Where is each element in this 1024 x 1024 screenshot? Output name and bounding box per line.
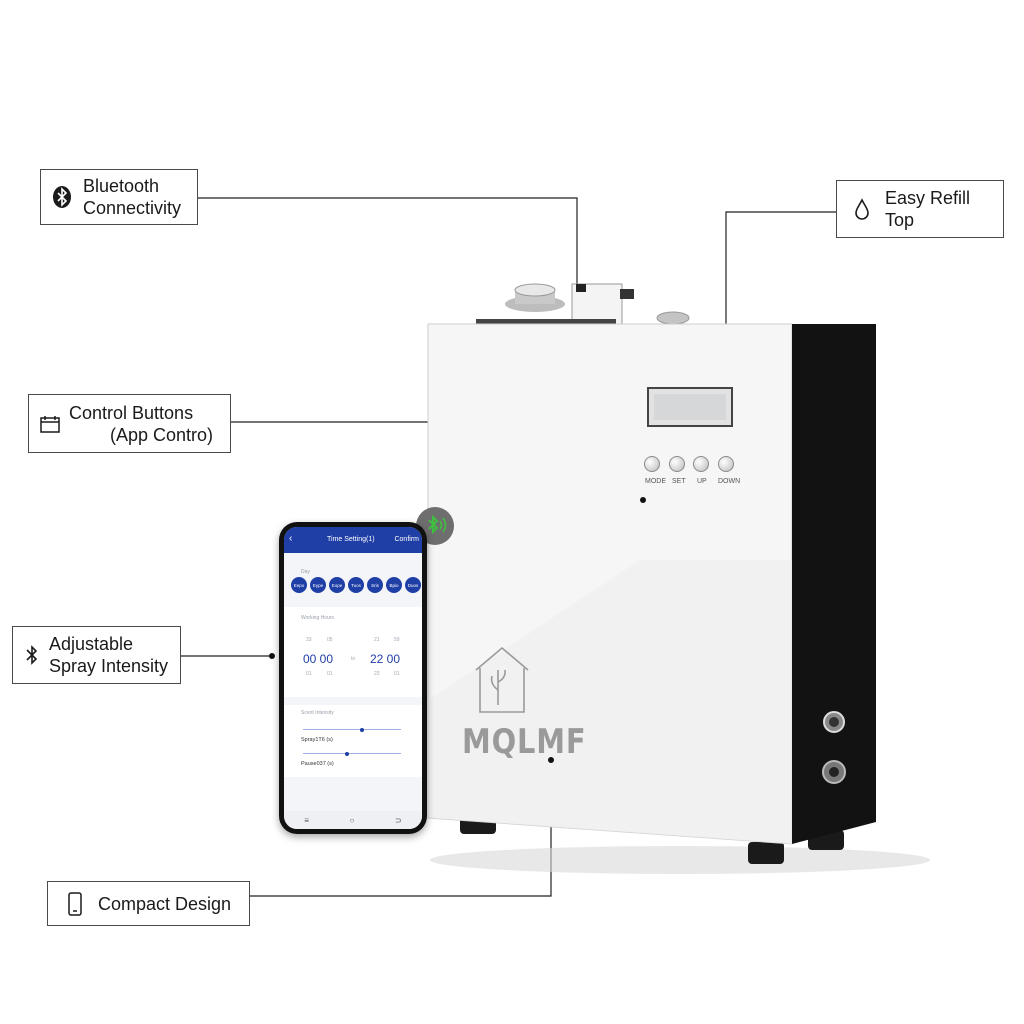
back-icon[interactable]: ‹ <box>289 533 293 544</box>
working-hours-label: Working Hours <box>301 615 334 621</box>
brand-logo-text: MQLMF <box>462 722 587 762</box>
app-screen: ‹ Time Setting(1) Confirm Day Eepo Eype … <box>284 527 422 829</box>
start-hour-above: 33 <box>306 637 312 643</box>
spray-connector-dot <box>269 653 275 659</box>
refill-callout-text: Easy Refill Top <box>885 188 971 230</box>
spray-slider-knob[interactable] <box>359 727 364 732</box>
pause-slider[interactable] <box>303 753 401 754</box>
day-chip[interactable]: Tuos <box>348 577 364 593</box>
mode-label: MODE <box>645 478 666 485</box>
confirm-button[interactable]: Confirm <box>394 536 419 543</box>
pause-slider-knob[interactable] <box>345 751 350 756</box>
control-connector-dot <box>640 497 646 503</box>
app-title: Time Setting(1) <box>327 536 375 543</box>
spray-label: Spray1T6 (s) <box>301 737 333 743</box>
pause-label: Pause037 (s) <box>301 761 334 767</box>
working-hours-card: Working Hours 33 05 00 00 to 21 59 22 00… <box>284 607 422 697</box>
menu-nav-icon[interactable]: ≡ <box>304 815 309 825</box>
refill-connector <box>725 211 837 376</box>
day-selector: Eepo Eype Eope Tuos Sris Bpio Duos <box>291 577 421 593</box>
up-label: UP <box>697 478 707 485</box>
smartphone-icon <box>64 891 86 916</box>
end-min-below: 01 <box>394 671 400 677</box>
set-button[interactable] <box>669 456 685 472</box>
control-callout: Control Buttons (App Contro) <box>28 394 231 453</box>
day-chip[interactable]: Eope <box>329 577 345 593</box>
bluetooth-icon <box>51 186 73 208</box>
day-chip[interactable]: Duos <box>405 577 421 593</box>
set-label: SET <box>672 478 686 485</box>
end-hour-below: 23 <box>374 671 380 677</box>
bluetooth-callout: Bluetooth Connectivity <box>40 169 198 225</box>
day-chip[interactable]: Eype <box>310 577 326 593</box>
down-label: DOWN <box>718 478 741 485</box>
spray-callout: Adjustable Spray Intensity <box>12 626 181 684</box>
end-min-above: 59 <box>394 637 400 643</box>
calendar-icon <box>39 413 61 435</box>
spray-slider[interactable] <box>303 729 401 730</box>
droplet-icon <box>851 198 873 220</box>
compact-callout: Compact Design <box>47 881 250 926</box>
home-nav-icon[interactable]: ○ <box>349 815 355 825</box>
bluetooth-connector <box>197 197 578 290</box>
compact-connector-dot <box>548 757 554 763</box>
control-callout-line2: (App Contro) <box>110 424 214 445</box>
day-chip[interactable]: Sris <box>367 577 383 593</box>
intensity-label: Scent Intensity <box>301 710 334 716</box>
intensity-card: Scent Intensity Spray1T6 (s) Pause037 (s… <box>284 705 422 777</box>
refill-callout: Easy Refill Top <box>836 180 1004 238</box>
start-time-picker[interactable]: 00 00 <box>303 652 334 666</box>
down-button[interactable] <box>718 456 734 472</box>
day-label: Day <box>301 569 310 575</box>
end-time-picker[interactable]: 22 00 <box>370 652 401 666</box>
spray-callout-text: Adjustable Spray Intensity <box>49 634 169 676</box>
app-header: ‹ Time Setting(1) Confirm <box>284 527 422 553</box>
up-button[interactable] <box>693 456 709 472</box>
back-nav-icon[interactable]: ⊃ <box>395 815 402 825</box>
end-hour-above: 21 <box>374 637 380 643</box>
mode-button[interactable] <box>644 456 660 472</box>
day-chip[interactable]: Bpio <box>386 577 402 593</box>
compact-callout-text: Compact Design <box>98 893 232 914</box>
time-separator: to <box>351 656 356 662</box>
day-chip[interactable]: Eepo <box>291 577 307 593</box>
android-nav-bar: ≡ ○ ⊃ <box>284 811 422 829</box>
control-callout-line1: Control Buttons <box>69 402 194 423</box>
start-min-below: 01 <box>327 671 333 677</box>
start-hour-below: 01 <box>306 671 312 677</box>
start-min-above: 05 <box>327 637 333 643</box>
bluetooth-callout-text: Bluetooth Connectivity <box>83 176 182 218</box>
bluetooth-icon <box>21 644 43 666</box>
